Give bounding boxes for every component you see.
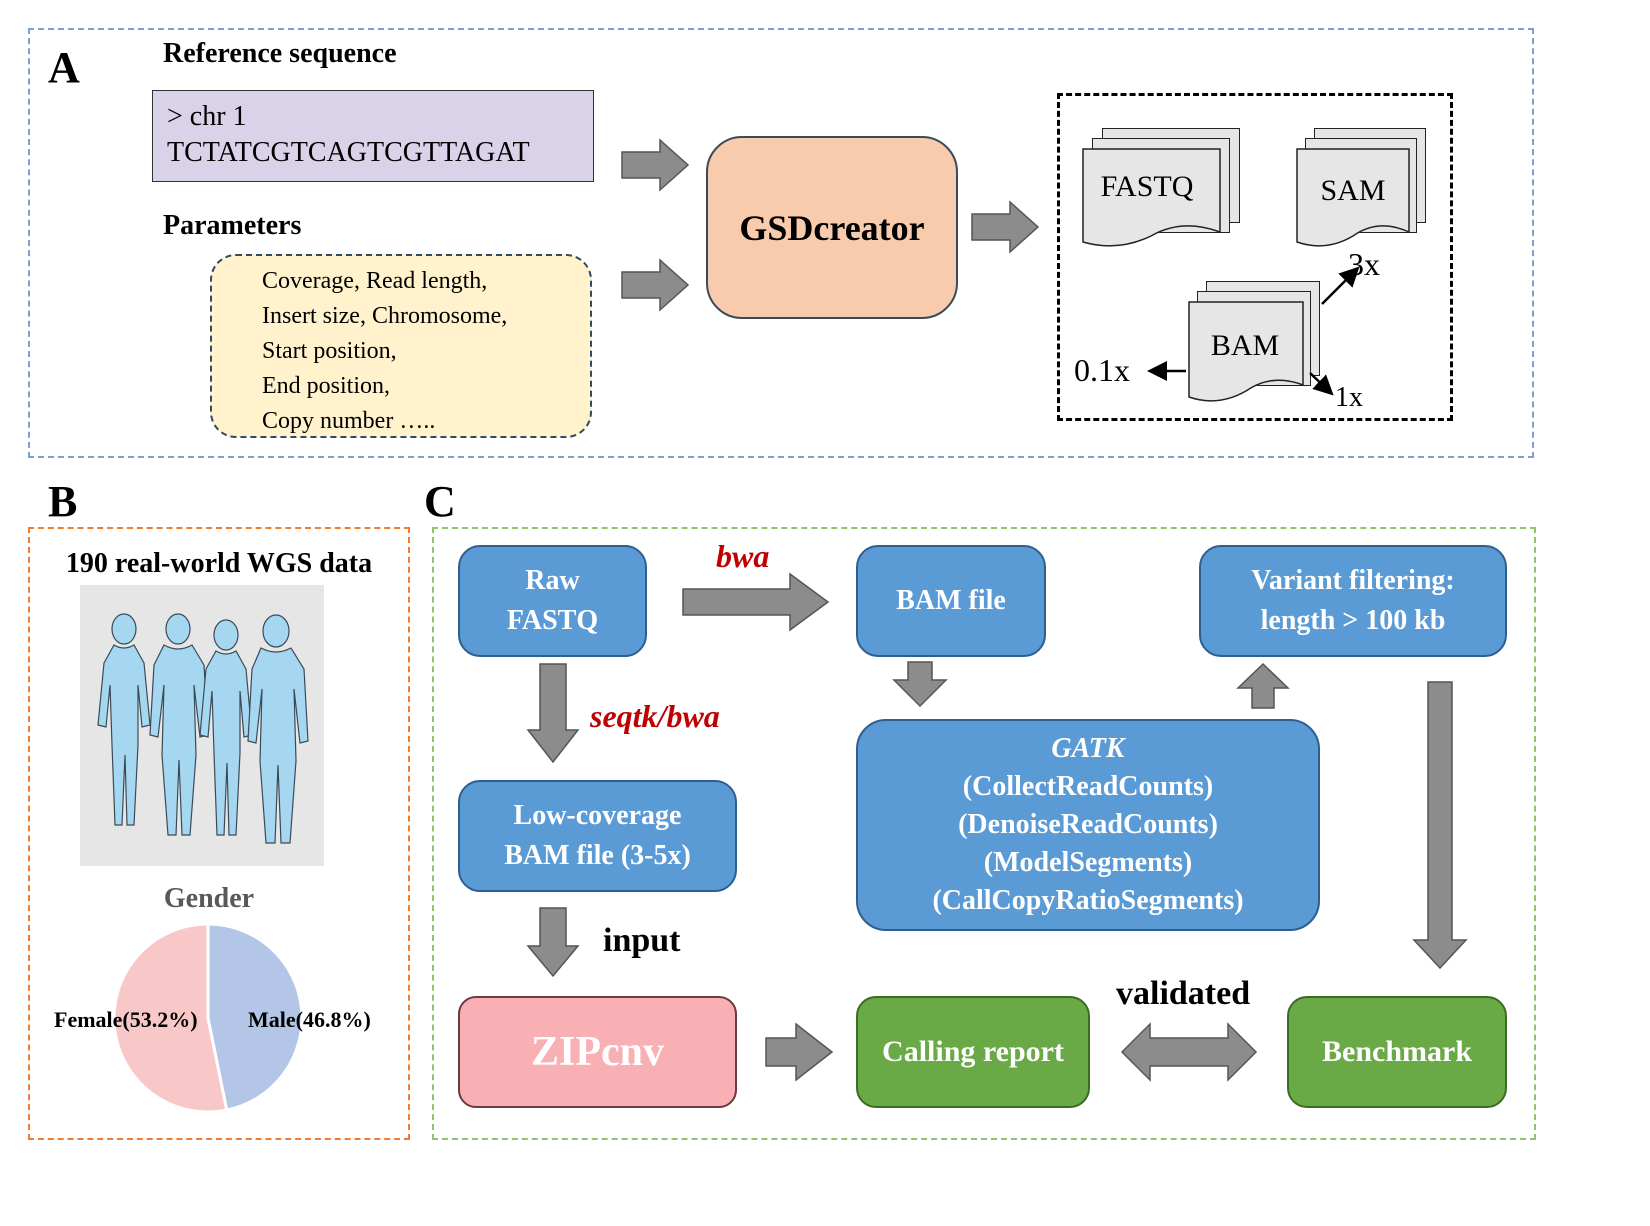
bam-label: BAM (1210, 329, 1280, 362)
coverage-1x-label: 1x (1335, 382, 1363, 413)
parameters-to-gsd-arrow (621, 258, 690, 312)
panel-c-label: C (424, 477, 456, 526)
raw-to-bam-arrow (682, 572, 830, 632)
validated-double-arrow (1120, 1022, 1258, 1082)
gsd-to-outputs-arrow (971, 200, 1040, 254)
parameters-title: Parameters (163, 210, 302, 241)
reference-sequence-title: Reference sequence (163, 38, 397, 69)
panel-c-frame (432, 527, 1536, 1140)
panel-b-label: B (48, 477, 78, 526)
variant-filtering-line: Variant filtering: (1251, 565, 1455, 596)
lowcov-to-zipcnv-arrow (526, 907, 580, 978)
sam-stack: SAM (1296, 128, 1436, 248)
low-coverage-box: Low-coverage BAM file (3-5x) (458, 780, 737, 892)
low-coverage-line: BAM file (3-5x) (504, 840, 691, 871)
seqtk-bwa-label: seqtk/bwa (590, 698, 720, 734)
outputs-frame (1057, 93, 1453, 421)
people-silhouettes-icon (80, 585, 324, 866)
gatk-step: (CollectReadCounts) (962, 771, 1214, 802)
bwa-label: bwa (716, 538, 770, 574)
gatk-to-filter-arrow (1236, 662, 1290, 709)
pie-slice-female (112, 922, 229, 1114)
parameters-box: Coverage, Read length, Insert size, Chro… (210, 254, 592, 438)
reference-header-line: > chr 1 (167, 101, 247, 132)
pie-slice-male (206, 922, 304, 1112)
reference-to-gsd-arrow (621, 138, 690, 192)
male-slice-label: Male(46.8%) (248, 1007, 371, 1032)
gatk-step: (ModelSegments) (983, 847, 1193, 878)
raw-fastq-box: Raw FASTQ (458, 545, 647, 657)
coverage-arrows (1147, 266, 1360, 396)
arrow-to-3x (1321, 266, 1360, 305)
panel-a-frame (28, 28, 1534, 458)
parameter-line: Copy number ….. (262, 408, 436, 434)
variant-filtering-box: Variant filtering: length > 100 kb (1199, 545, 1507, 657)
coverage-3x-label: 3x (1348, 246, 1380, 282)
variant-filtering-line: length > 100 kb (1260, 605, 1446, 636)
parameter-line: Insert size, Chromosome, (262, 303, 508, 329)
input-label: input (603, 922, 681, 959)
panel-a-arrows (621, 138, 1040, 312)
benchmark-box: Benchmark (1287, 996, 1507, 1108)
gatk-box: GATK (CollectReadCounts) (DenoiseReadCou… (856, 719, 1320, 931)
reference-sequence-line: TCTATCGTCAGTCGTTAGAT (167, 137, 530, 168)
gatk-step: (DenoiseReadCounts) (958, 809, 1218, 840)
gender-pie-title: Gender (163, 883, 255, 914)
fastq-stack: FASTQ (1082, 128, 1242, 248)
fastq-label: FASTQ (1100, 170, 1194, 203)
sam-label: SAM (1320, 174, 1386, 207)
reference-sequence-box: > chr 1 TCTATCGTCAGTCGTTAGAT (152, 90, 594, 182)
bam-to-gatk-arrow (892, 661, 948, 708)
gender-pie-chart (112, 922, 304, 1114)
bam-stack: BAM (1188, 281, 1328, 405)
arrow-to-1x (1309, 372, 1334, 396)
raw-to-lowcov-arrow (526, 663, 580, 764)
parameter-line: End position, (262, 373, 391, 399)
filter-to-benchmark-arrow (1412, 681, 1468, 970)
zipcnv-box: ZIPcnv (458, 996, 737, 1108)
parameter-line: Start position, (262, 338, 397, 364)
female-slice-label: Female(53.2%) (54, 1007, 198, 1032)
calling-report-box: Calling report (856, 996, 1090, 1108)
bam-file-box: BAM file (856, 545, 1046, 657)
raw-fastq-line: FASTQ (506, 605, 599, 636)
zipcnv-to-report-arrow (765, 1022, 834, 1082)
wgs-data-title: 190 real-world WGS data (65, 548, 373, 579)
validated-label: validated (1116, 975, 1251, 1012)
raw-fastq-line: Raw (525, 565, 580, 596)
parameter-line: Coverage, Read length, (262, 268, 488, 294)
gatk-title: GATK (1051, 733, 1125, 764)
panel-b-frame (28, 527, 410, 1140)
panel-a-label: A (48, 43, 80, 92)
gatk-step: (CallCopyRatioSegments) (932, 885, 1244, 916)
coverage-0-1x-label: 0.1x (1074, 352, 1130, 388)
low-coverage-line: Low-coverage (513, 800, 682, 831)
gsdcreator-box: GSDcreator (706, 136, 958, 319)
